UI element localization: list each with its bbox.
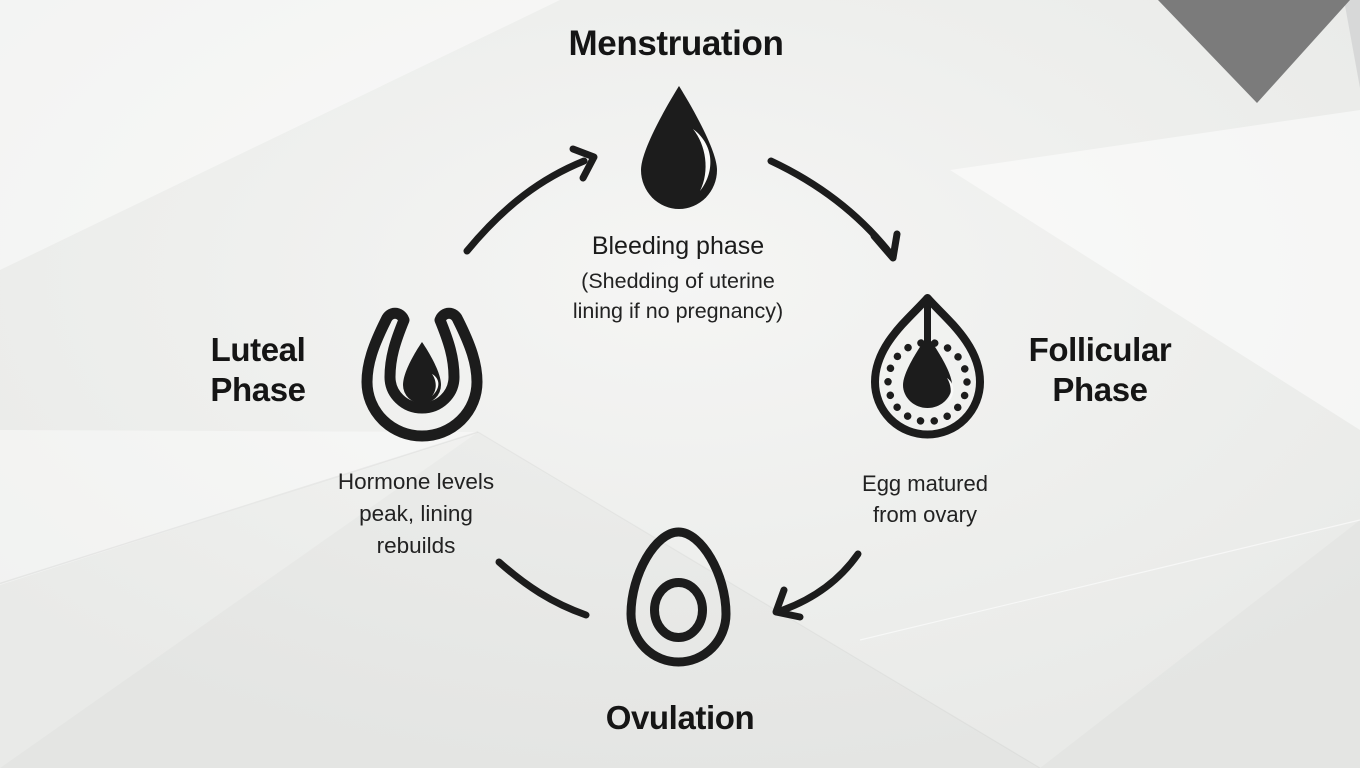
follicle-icon bbox=[861, 292, 994, 442]
luteal-caption: Hormone levels peak, lining rebuilds bbox=[266, 466, 566, 562]
corner-wedge bbox=[1344, 0, 1360, 88]
luteal-title-line: Phase bbox=[210, 371, 306, 408]
luteal-title: Luteal Phase bbox=[108, 330, 408, 410]
follicular-caption: Egg matured from ovary bbox=[775, 468, 1075, 530]
menstruation-note-line: lining if no pregnancy) bbox=[572, 299, 784, 323]
blood-drop-icon bbox=[633, 83, 725, 213]
luteal-note-line: Hormone levels bbox=[337, 469, 495, 494]
follicular-note-line: from ovary bbox=[873, 502, 977, 527]
luteal-note-line: rebuilds bbox=[376, 533, 456, 558]
follicular-title-line: Phase bbox=[1052, 371, 1148, 408]
menstruation-subtitle: Bleeding phase bbox=[591, 232, 765, 260]
menstruation-note-line: (Shedding of uterine bbox=[581, 269, 775, 293]
menstruation-caption: Bleeding phase (Shedding of uterine lini… bbox=[478, 231, 878, 326]
menstruation-title: Menstruation bbox=[568, 24, 784, 63]
follicular-title: Follicular Phase bbox=[950, 330, 1250, 410]
ovulation-title: Ovulation bbox=[605, 699, 755, 736]
luteal-note-line: peak, lining bbox=[359, 501, 473, 526]
luteal-title-line: Luteal bbox=[210, 331, 306, 368]
egg-icon bbox=[620, 526, 737, 673]
corner-triangle bbox=[1158, 0, 1350, 103]
follicular-note-line: Egg matured bbox=[862, 471, 988, 496]
uterine-lining-icon bbox=[353, 286, 491, 443]
follicular-title-line: Follicular bbox=[1028, 331, 1172, 368]
